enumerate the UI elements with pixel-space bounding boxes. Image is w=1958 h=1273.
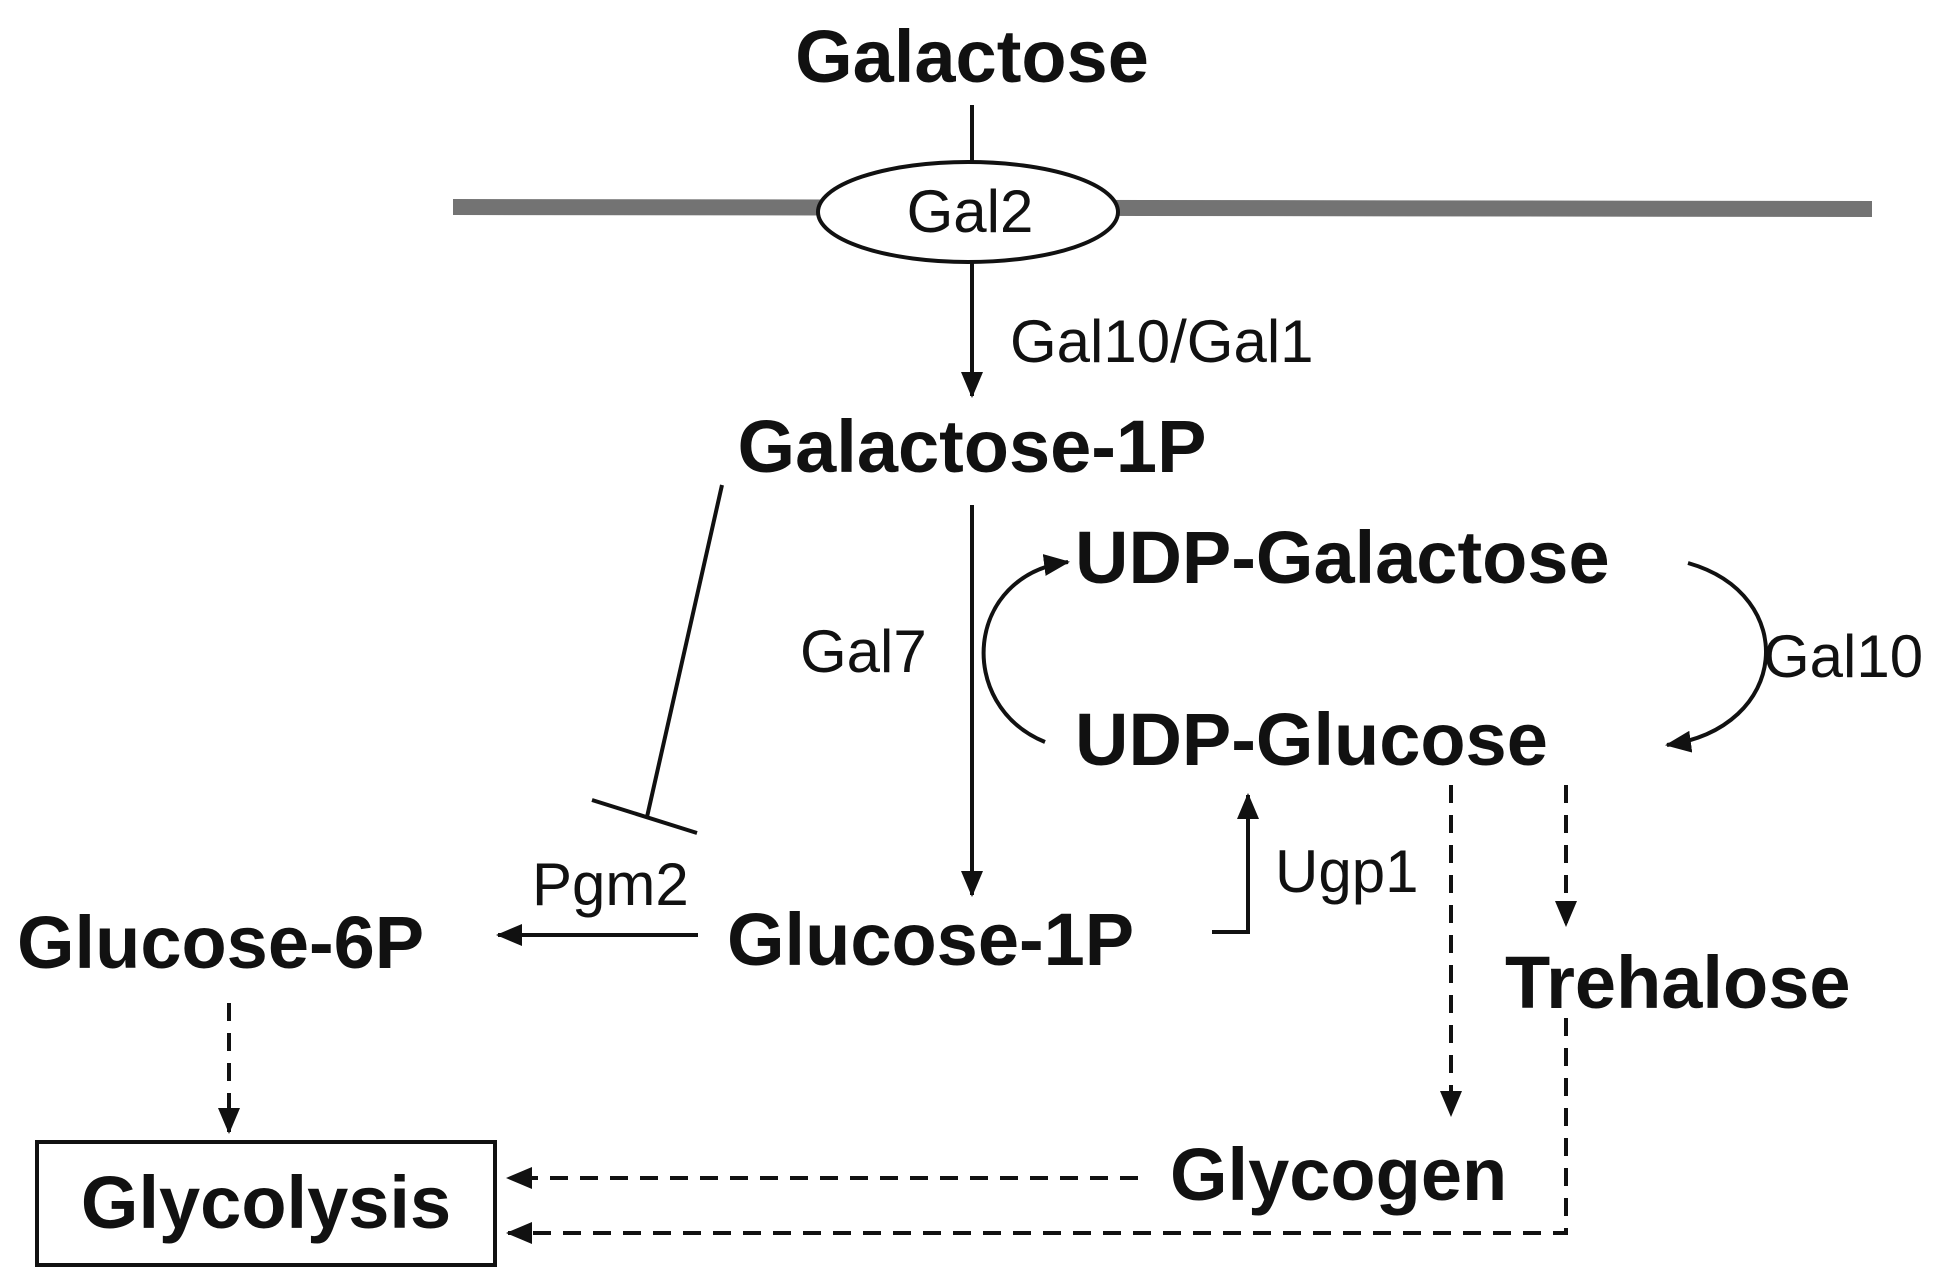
- metabolite-galactose-1p: Galactose-1P: [738, 405, 1207, 488]
- enzyme-gal10: Gal10: [1763, 623, 1923, 690]
- glycolysis-box: [35, 1140, 497, 1267]
- inhibition-line: [645, 484, 724, 818]
- metabolite-glycogen: Glycogen: [1170, 1133, 1507, 1216]
- enzyme-pgm2: Pgm2: [532, 851, 689, 918]
- enzyme-gal2: Gal2: [907, 178, 1034, 245]
- metabolite-udp-galactose: UDP-Galactose: [1075, 516, 1610, 599]
- enzyme-gal7: Gal7: [800, 618, 927, 685]
- udp-glucose-to-udp-galactose-arrow: [981, 554, 1070, 744]
- ugp1-arrow: [1212, 793, 1259, 934]
- metabolite-glucose-6p: Glucose-6P: [17, 901, 424, 984]
- metabolite-glycolysis: Glycolysis: [81, 1161, 451, 1244]
- inhibition-bar: [591, 798, 698, 835]
- cell-membrane: [452, 199, 1873, 217]
- enzyme-gal10-gal1: Gal10/Gal1: [1010, 308, 1314, 375]
- enzyme-ugp1: Ugp1: [1275, 838, 1418, 905]
- gal10-curved-arrow: [1665, 561, 1768, 753]
- trehalose-to-glycolysis-arrow: [506, 1018, 1568, 1244]
- metabolite-udp-glucose: UDP-Glucose: [1075, 698, 1548, 781]
- metabolite-glucose-1p: Glucose-1P: [727, 898, 1134, 981]
- metabolite-trehalose: Trehalose: [1505, 941, 1851, 1024]
- gal2-transporter: [816, 160, 1120, 264]
- metabolite-galactose: Galactose: [795, 15, 1149, 98]
